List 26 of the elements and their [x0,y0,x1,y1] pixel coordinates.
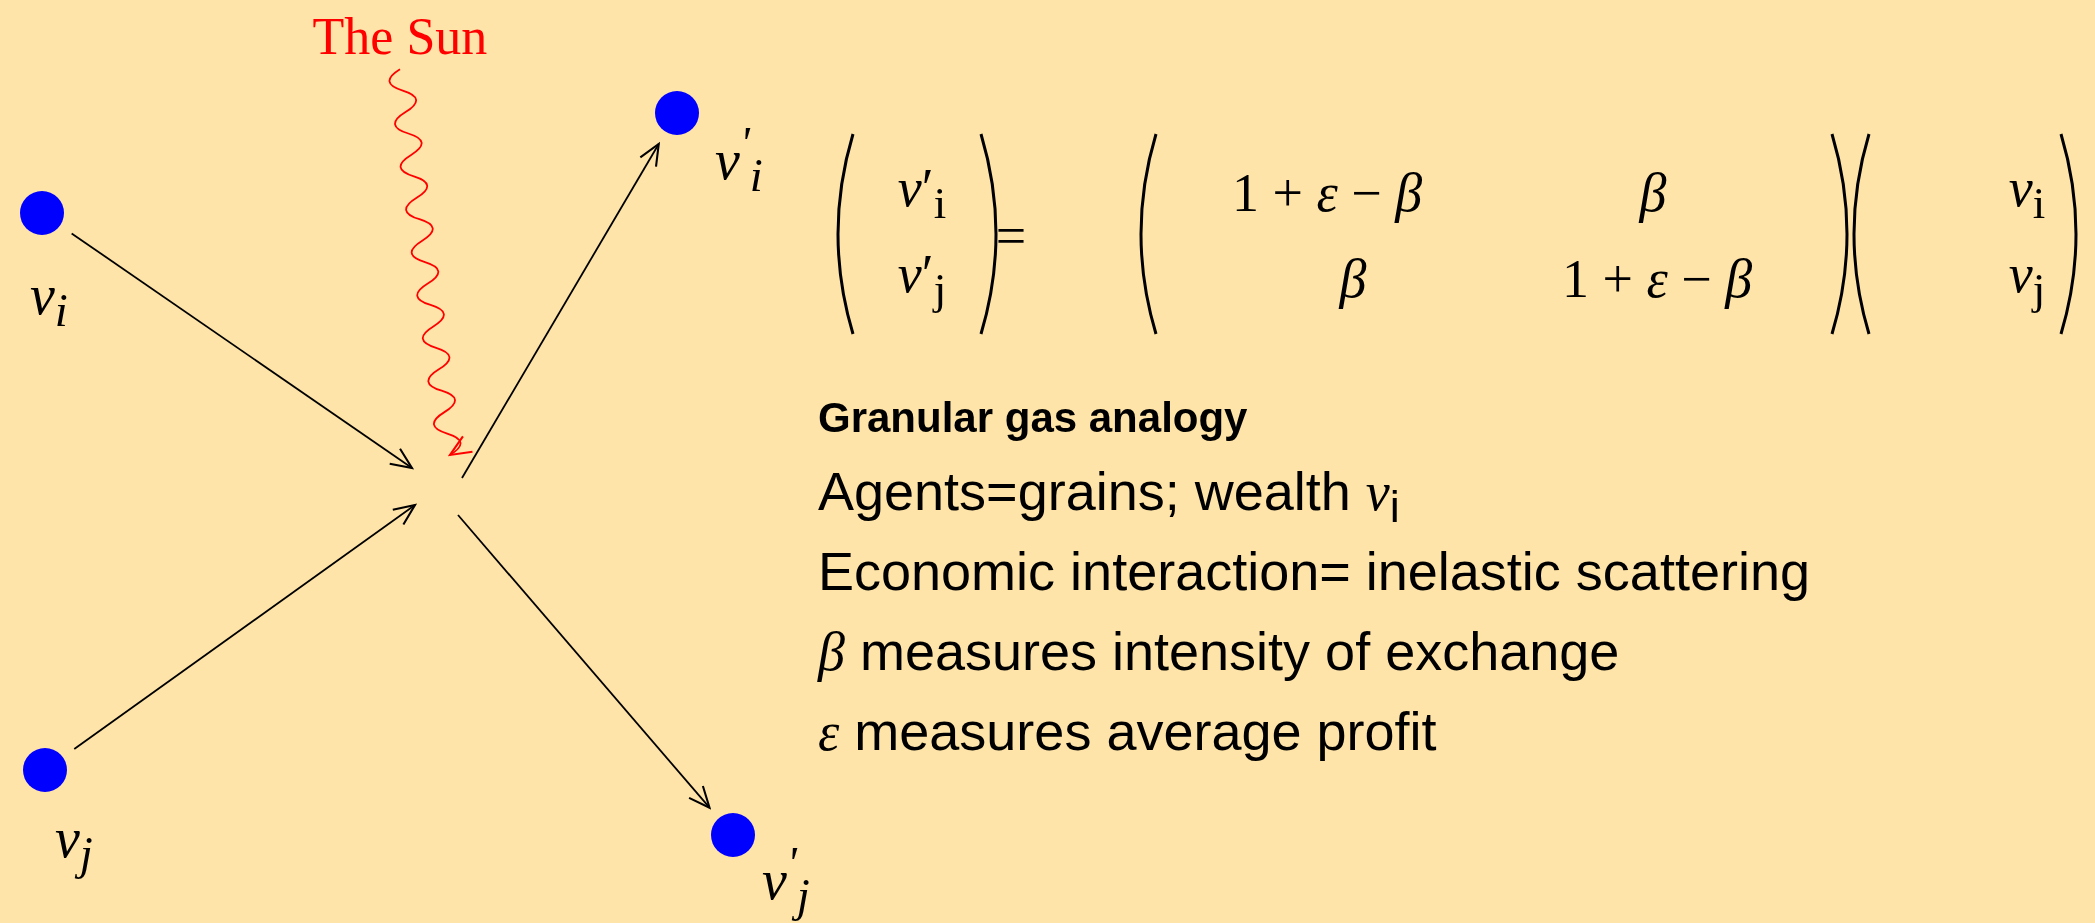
matrix-entry: β [1339,250,1367,310]
matrix-entry: v′$_{i}$ [897,159,947,229]
particle-dot [655,91,699,135]
matrix-entry: β [1639,164,1667,224]
velocity-label: v$_{i}$ [30,265,68,337]
particle-dot [711,813,755,857]
note-text: β measures intensity of exchange [818,622,1620,683]
wavy-arrow [388,68,474,457]
matrix-entry: 1 + ε − β [1561,250,1753,310]
matrix-entry: = [995,207,1027,267]
matrix-entry: v$_{j}$ [2008,245,2046,315]
note-text: Agents=grains; wealth v$_{i}$ [818,462,1400,532]
particle-dot [23,748,67,792]
velocity-label: v$_{j}$ [55,808,93,880]
arrow [70,232,414,470]
matrix-entry: v$_{i}$ [2008,159,2046,229]
matrix-entry: 1 + ε − β [1231,164,1423,224]
arrow [73,503,417,750]
arrow [457,514,711,809]
note-text: ε measures average profit [818,702,1437,763]
heading: Granular gas analogy [818,395,1248,442]
particle-dot [20,191,64,235]
arrow [461,143,660,479]
note-text: Economic interaction= inelastic scattering [818,542,1810,602]
sun-label: The Sun [285,8,515,66]
matrix-entry: v′$_{j}$ [897,245,947,315]
